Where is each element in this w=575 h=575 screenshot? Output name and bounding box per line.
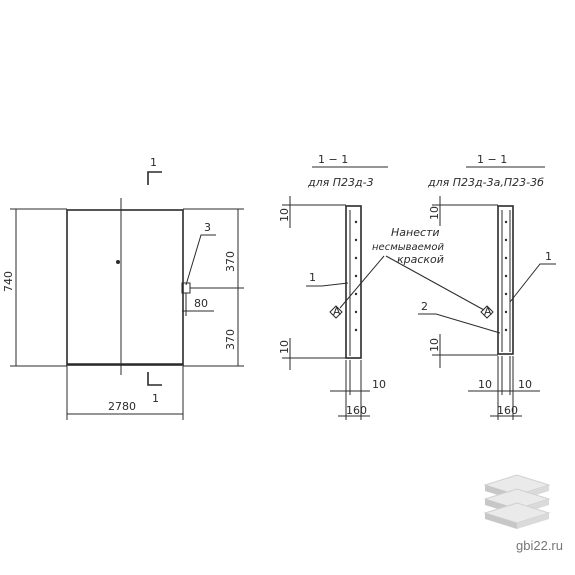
note-line-3: краской <box>397 253 444 266</box>
note-line-1: Нанести <box>391 226 440 239</box>
dim-lower-label: 370 <box>224 329 237 350</box>
section-b-ticks <box>504 220 508 332</box>
panel-outline <box>66 209 184 366</box>
section-b-callout-1-label: 1 <box>545 250 552 263</box>
section-a-profile <box>345 205 362 359</box>
section-mark-bottom <box>147 372 162 386</box>
callout-3-label: 3 <box>204 221 211 234</box>
section-b-dim-base: 160 <box>497 404 518 417</box>
watermark-text: gbi22.ru <box>516 538 563 553</box>
section-a-callout-label: 1 <box>309 271 316 284</box>
elevation-view: 1 1 740 2780 370 370 80 3 <box>2 156 244 420</box>
section-b-mark-label: A <box>484 305 492 318</box>
section-a-mark-diamond <box>329 305 343 319</box>
section-a-dim-base: 160 <box>346 404 367 417</box>
callout-3-leader <box>185 234 216 286</box>
section-b-callout-2-leader <box>418 313 501 334</box>
section-b-dim-top: 10 <box>428 206 441 220</box>
dim-width-label: 2780 <box>108 400 136 413</box>
dim-upper-label: 370 <box>224 251 237 272</box>
panel-center-mark <box>116 260 120 264</box>
section-b: 1 − 1 для П23д-3а,П23-3б 10 10 10 10 160 <box>418 153 556 420</box>
section-mark-top-label: 1 <box>150 156 157 169</box>
section-b-subtitle: для П23д-3а,П23-3б <box>427 176 544 189</box>
note-leader-a <box>339 255 385 309</box>
section-mark-bottom-label: 1 <box>152 392 159 405</box>
section-a: 1 − 1 для П23д-3 10 10 10 160 1 A <box>278 153 388 420</box>
section-b-callout-1-leader <box>509 263 556 303</box>
dim-small-label: 80 <box>194 297 208 310</box>
section-b-title: 1 − 1 <box>477 153 507 166</box>
section-a-callout-leader <box>306 282 349 287</box>
section-a-dim-top: 10 <box>278 208 291 222</box>
section-b-dim-right: 10 <box>518 378 532 391</box>
section-a-mark-label: A <box>333 305 341 318</box>
section-b-mark-diamond <box>480 305 494 319</box>
section-a-dim-right: 10 <box>372 378 386 391</box>
section-a-ticks <box>354 220 358 332</box>
note: Нанести несмываемой краской <box>339 226 485 311</box>
section-b-dim-left: 10 <box>478 378 492 391</box>
section-mark-top <box>147 171 162 185</box>
section-a-dim-bottom: 10 <box>278 340 291 354</box>
dim-height-label: 740 <box>2 271 15 292</box>
section-a-title: 1 − 1 <box>318 153 348 166</box>
note-line-2: несмываемой <box>372 242 444 253</box>
stacked-slabs-logo-icon <box>483 474 551 529</box>
note-leader-b <box>385 255 485 311</box>
section-b-dim-bottom: 10 <box>428 338 441 352</box>
section-a-subtitle: для П23д-3 <box>307 176 374 189</box>
section-b-profile <box>497 205 514 355</box>
section-b-callout-2-label: 2 <box>421 300 428 313</box>
